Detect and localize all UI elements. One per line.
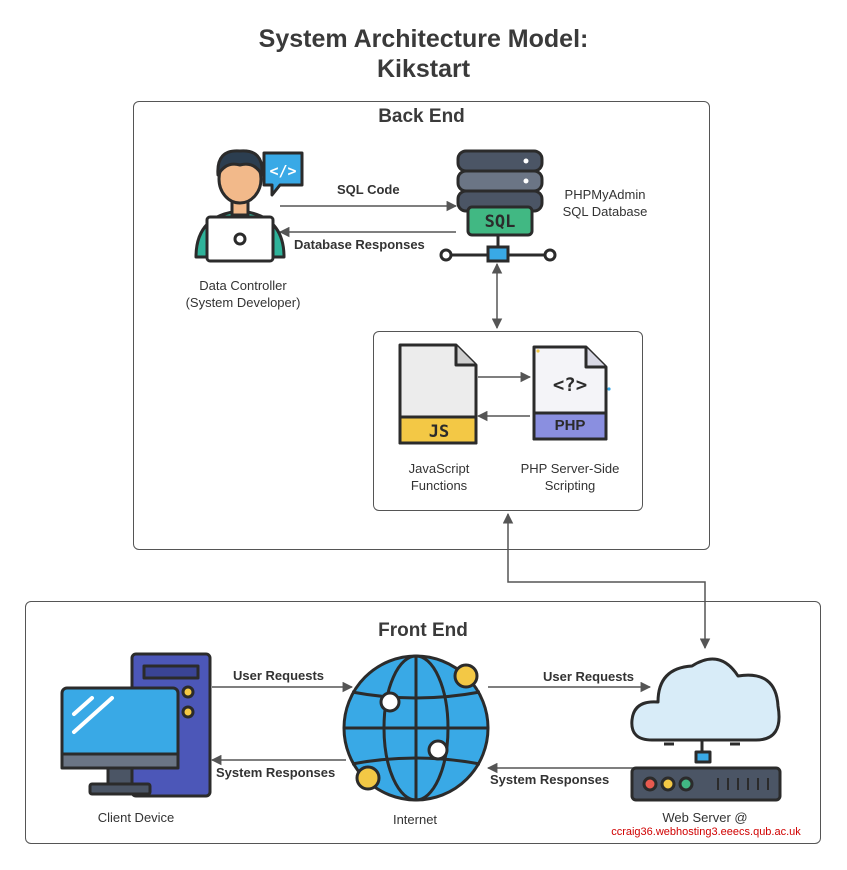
label-user-requests-2: User Requests xyxy=(543,669,635,684)
cloud-server-icon xyxy=(630,657,782,802)
front-end-title: Front End xyxy=(378,620,468,641)
developer-label-line-1: Data Controller xyxy=(199,278,287,293)
globe-icon xyxy=(342,654,490,802)
client-label: Client Device xyxy=(97,810,175,825)
php-label-line-2: Scripting xyxy=(544,478,596,493)
internet-label: Internet xyxy=(392,812,438,827)
back-end-title: Back End xyxy=(378,106,465,127)
server-url: ccraig36.webhosting3.eeecs.qub.ac.uk xyxy=(611,826,801,838)
developer-icon: </> xyxy=(194,149,304,263)
js-label-line-1: JavaScript xyxy=(408,461,470,476)
php-file-icon xyxy=(532,345,611,441)
js-label-line-2: Functions xyxy=(410,478,468,493)
server-label: Web Server @ xyxy=(662,810,748,825)
sql-badge: SQL xyxy=(484,212,516,232)
svg-text:</>: </> xyxy=(269,162,296,180)
diagram-title: System Architecture Model: Kikstart xyxy=(0,24,847,84)
database-label: PHPMyAdmin SQL Database xyxy=(550,186,660,220)
developer-label: Data Controller (System Developer) xyxy=(168,277,318,311)
label-database-responses: Database Responses xyxy=(294,237,425,252)
php-label-line-1: PHP Server-Side xyxy=(520,461,620,476)
database-label-line-1: PHPMyAdmin xyxy=(564,187,646,202)
php-glyph: <?> xyxy=(552,374,588,396)
js-label: JavaScript Functions xyxy=(384,460,494,494)
developer-label-line-2: (System Developer) xyxy=(185,295,301,310)
js-badge: JS xyxy=(428,422,450,442)
label-user-requests-1: User Requests xyxy=(233,668,325,683)
label-system-responses-2: System Responses xyxy=(490,772,610,787)
arrow-scripting-server xyxy=(502,512,711,650)
computer-icon xyxy=(60,652,212,798)
label-sql-code: SQL Code xyxy=(337,182,400,197)
database-icon xyxy=(439,149,557,263)
js-file-icon xyxy=(398,343,478,445)
php-badge: PHP xyxy=(554,417,586,434)
php-label: PHP Server-Side Scripting xyxy=(505,460,635,494)
title-line-1: System Architecture Model: xyxy=(258,25,589,53)
label-system-responses-1: System Responses xyxy=(216,765,336,780)
title-line-2: Kikstart xyxy=(376,55,471,83)
database-label-line-2: SQL Database xyxy=(562,204,648,219)
